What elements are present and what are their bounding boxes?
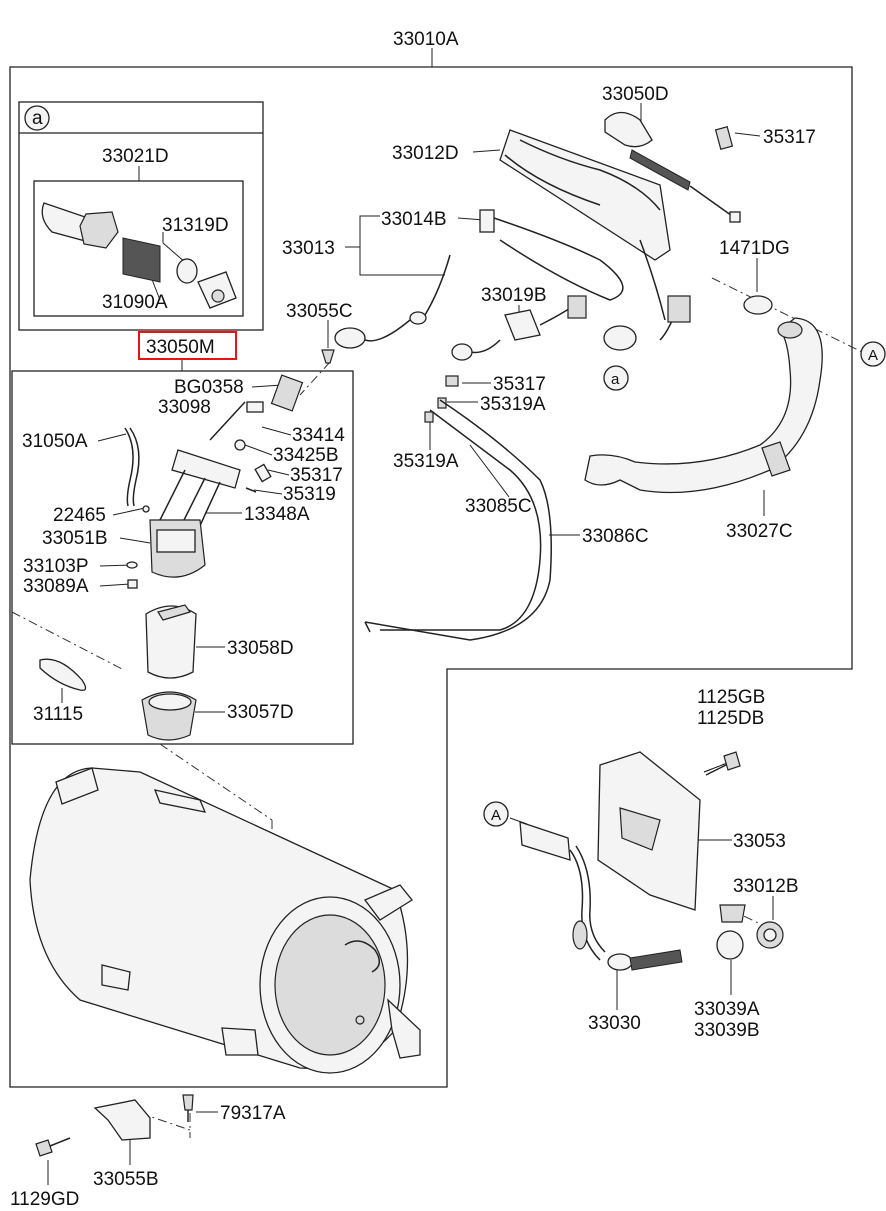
cap-33039A <box>719 904 746 923</box>
filter-parts <box>24 105 237 309</box>
canister-body-33012D <box>499 129 671 261</box>
label-33050D: 33050D <box>602 84 669 105</box>
label-79317A: 79317A <box>220 1103 286 1124</box>
bolt-1129GD <box>35 1139 53 1157</box>
label-31319D: 31319D <box>162 215 229 236</box>
label-33103P: 33103P <box>23 556 89 577</box>
label-33021D: 33021D <box>102 146 169 167</box>
line-33086C <box>364 399 552 641</box>
label-33012D: 33012D <box>392 143 459 164</box>
label-33089A: 33089A <box>23 576 89 597</box>
label-BG0358: BG0358 <box>174 377 244 398</box>
connector-BG0358 <box>270 374 304 412</box>
label-35319-pump: 35319 <box>283 484 336 505</box>
highlight-box <box>138 331 237 360</box>
label-33030: 33030 <box>588 1013 641 1034</box>
main-assembly-frame <box>9 66 853 1088</box>
bolt-79317A <box>182 1094 194 1111</box>
hose-33013 <box>484 214 624 301</box>
connector-33019B <box>504 309 541 341</box>
strainer-33058D <box>145 605 197 679</box>
filler-pipe-33030 <box>519 821 571 861</box>
label-35319A: 35319A <box>480 394 546 415</box>
label-1129GD: 1129GD <box>10 1189 79 1210</box>
label-33039A: 33039A <box>694 999 760 1020</box>
tank-mounting <box>35 1094 194 1157</box>
canister-cover-33050D <box>604 111 653 148</box>
valve-33055C-side <box>334 327 366 349</box>
part-labels: 33010A a 33021D 31319D 31090A 33050M 330… <box>10 29 878 1210</box>
filler-area <box>483 751 784 971</box>
label-33014B: 33014B <box>381 209 447 230</box>
label-1125DB: 1125DB <box>697 708 764 729</box>
bracket-33055B <box>93 1099 151 1141</box>
label-33050M: 33050M <box>146 337 215 358</box>
label-33027C: 33027C <box>726 521 793 542</box>
label-13348A: 13348A <box>244 504 310 525</box>
fuel-tank <box>29 767 421 1074</box>
label-33053: 33053 <box>733 831 786 852</box>
label-33414: 33414 <box>292 425 345 446</box>
label-33425B: 33425B <box>273 445 339 466</box>
pump-module-parts <box>39 331 335 741</box>
label-33019B: 33019B <box>481 285 547 306</box>
label-33055C: 33055C <box>286 301 353 322</box>
label-35319A-2: 35319A <box>393 451 459 472</box>
label-33010A: 33010A <box>393 29 459 50</box>
label-inset-a: a <box>32 108 43 129</box>
pump-flange <box>171 449 241 489</box>
label-35317-mid: 35317 <box>493 374 546 395</box>
label-A-left: A <box>491 807 501 824</box>
bolt-1125GB <box>723 751 741 771</box>
tank-strap-bracket <box>363 884 413 921</box>
label-33057D: 33057D <box>227 702 294 723</box>
label-33086C: 33086C <box>582 526 649 547</box>
line-33085C <box>380 409 542 631</box>
filter-housing-nut <box>79 211 119 249</box>
label-1125GB: 1125GB <box>697 687 765 708</box>
canister-area <box>334 111 886 641</box>
label-33051B: 33051B <box>42 528 108 549</box>
label-35317-pump: 35317 <box>290 465 343 486</box>
label-33085C: 33085C <box>465 496 532 517</box>
label-31115: 31115 <box>33 704 83 725</box>
label-33013: 33013 <box>282 238 335 259</box>
label-33039B: 33039B <box>694 1020 760 1041</box>
clip-35317 <box>714 126 734 150</box>
fuel-hose-31050A <box>124 427 134 507</box>
o-ring-31319D <box>176 258 198 284</box>
label-1471DG: 1471DG <box>719 238 790 259</box>
label-35317-top: 35317 <box>763 127 816 148</box>
bolt-33055C <box>321 349 335 364</box>
label-33098: 33098 <box>158 397 211 418</box>
label-31090A: 31090A <box>102 292 168 313</box>
callout-a-mid-icon <box>603 365 629 391</box>
gasket-31115 <box>39 658 87 691</box>
gasket-33039B <box>716 930 744 960</box>
filter-element <box>122 237 161 283</box>
label-A-right: A <box>868 347 878 364</box>
label-a-mid: a <box>611 371 620 388</box>
callout-A-right-icon <box>860 341 886 367</box>
callout-A-left-icon <box>483 801 509 827</box>
label-31050A: 31050A <box>22 431 88 452</box>
label-33012B: 33012B <box>733 876 799 897</box>
label-33055B: 33055B <box>93 1169 159 1190</box>
label-33058D: 33058D <box>227 638 294 659</box>
filter-a-small <box>603 325 637 351</box>
clamp-1471DG <box>743 295 773 315</box>
leader-lines <box>47 48 774 1185</box>
inset-a-frame <box>18 101 264 331</box>
inset-a-badge-icon <box>24 105 50 131</box>
label-22465: 22465 <box>53 505 106 526</box>
